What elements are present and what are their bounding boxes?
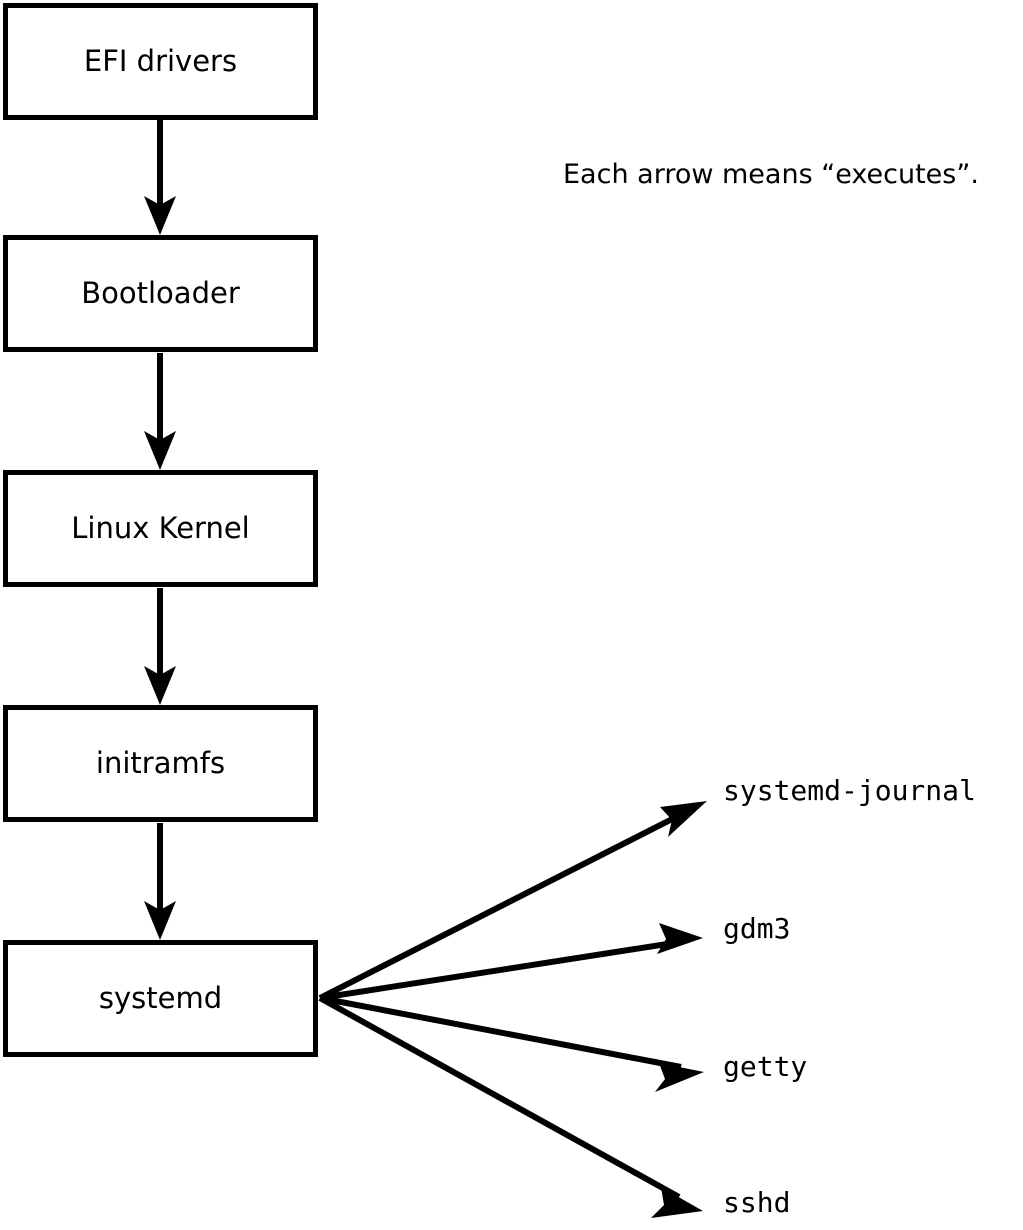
arrow-efi-to-bootloader: [144, 118, 176, 235]
node-label-systemd: systemd: [98, 981, 223, 1015]
arrow-systemd-to-getty: [319, 995, 704, 1092]
node-bootloader[interactable]: Bootloader: [3, 235, 318, 352]
arrow-bootloader-to-kernel: [144, 353, 176, 470]
arrow-systemd-to-gdm3: [319, 923, 703, 1001]
service-label-systemd-journal[interactable]: systemd-journal: [723, 774, 976, 807]
arrow-kernel-to-initramfs: [144, 588, 176, 705]
service-label-getty[interactable]: getty: [723, 1050, 808, 1083]
node-label-bootloader: Bootloader: [81, 276, 240, 310]
arrow-systemd-to-sshd: [318, 995, 703, 1218]
annotation-executes-note: Each arrow means “executes”.: [563, 159, 979, 190]
node-label-initramfs: initramfs: [95, 746, 226, 780]
node-initramfs[interactable]: initramfs: [3, 705, 318, 822]
arrow-systemd-to-systemd-journal: [318, 801, 707, 1001]
node-linux-kernel[interactable]: Linux Kernel: [3, 470, 318, 587]
arrow-initramfs-to-systemd: [144, 823, 176, 940]
node-label-linux-kernel: Linux Kernel: [71, 511, 250, 545]
service-label-sshd[interactable]: sshd: [723, 1186, 791, 1219]
node-systemd[interactable]: systemd: [3, 940, 318, 1057]
node-efi-drivers[interactable]: EFI drivers: [3, 3, 318, 120]
node-label-efi-drivers: EFI drivers: [83, 44, 238, 78]
service-label-gdm3[interactable]: gdm3: [723, 912, 791, 945]
